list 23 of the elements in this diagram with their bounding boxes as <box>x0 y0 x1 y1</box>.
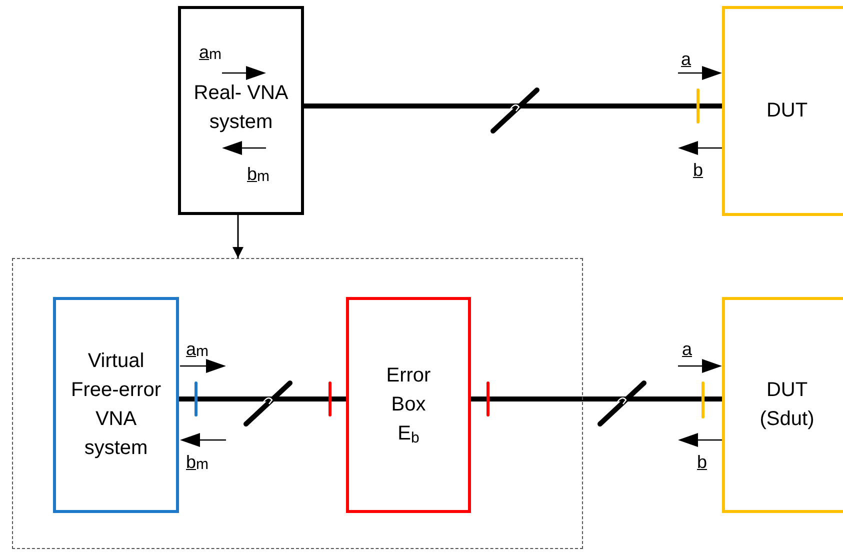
dashed-group-box <box>12 258 583 549</box>
box-label: Real- VNA system <box>192 80 290 134</box>
error-box <box>346 297 471 513</box>
wave-label: a <box>682 339 692 359</box>
wave-label: a$_{m}$ <box>186 339 209 362</box>
wave-label: a <box>681 49 692 69</box>
system-box <box>178 6 304 215</box>
wave-label: b$_{m}$ <box>186 452 209 475</box>
arrow <box>232 215 244 258</box>
wave-label: b <box>697 452 708 472</box>
box-label: Error Box E$_{b}$ <box>385 364 432 448</box>
device-box <box>722 297 843 513</box>
wave-label: b$_{m}$ <box>247 164 270 187</box>
box-label: DUT <box>765 98 809 124</box>
cable-line <box>302 104 724 108</box>
box-label: Virtual Free-error VNA system <box>70 349 162 461</box>
device-box <box>722 6 843 216</box>
wave-label: a$_{m}$ <box>199 42 222 65</box>
system-box <box>53 297 179 513</box>
wave-label: b <box>693 160 704 180</box>
box-label: DUT (Sdut) <box>758 378 816 432</box>
cable-line <box>176 396 348 402</box>
cable-line <box>468 396 724 402</box>
